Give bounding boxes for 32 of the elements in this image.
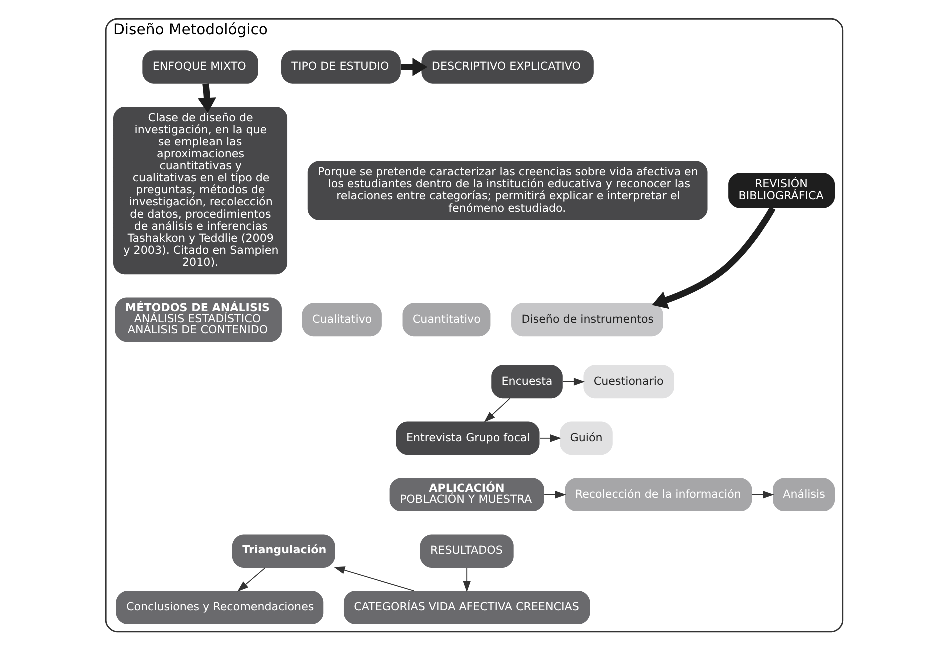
node-box: ENFOQUE MIXTO — [142, 50, 258, 84]
arrow — [484, 398, 510, 422]
node-box: Encuesta — [491, 365, 562, 399]
arrow — [652, 206, 776, 310]
arrow — [334, 566, 414, 592]
arrow — [400, 58, 428, 76]
node-box: RESULTADOS — [420, 534, 514, 568]
node-box: Recolección de la información — [564, 478, 752, 512]
node-box: Entrevista Grupo focal — [396, 422, 540, 456]
arrow — [544, 491, 566, 499]
node-box: Clase de diseño de investigación, en la que se emplean las aproximaciones cuantitativas y cualitativas en el tipo de preguntas, métodos de investigación, recolección de datos, procedimientos de análisis e inferencias Tashakkon y Teddlie (2009 y 2003). Citado en Sampien 2010). — [113, 107, 288, 275]
node-box: DESCRIPTIVO EXPLICATIVO — [421, 50, 594, 84]
node-box: CATEGORÍAS VIDA AFECTIVA CREENCIAS — [344, 591, 590, 624]
node-box: Análisis — [772, 478, 835, 512]
node-box: Cuestionario — [583, 365, 674, 399]
node-box: Cuantitativo — [402, 303, 490, 337]
arrow — [539, 434, 561, 442]
arrow — [198, 84, 216, 114]
arrow — [462, 568, 470, 592]
node-box: TIPO DE ESTUDIO — [281, 50, 400, 84]
arrow — [751, 491, 774, 499]
arrow — [562, 378, 585, 386]
node-box: Cualitativo — [302, 303, 382, 337]
node-box: Porque se pretende caracterizar las creencias sobre vida afectiva en los estudiantes dentro de la institución educativa y reconocer las relaciones entre categorías; permitirá explicar e interpretar el fenómeno estudiado. — [307, 161, 708, 220]
node-box: Conclusiones y Recomendaciones — [116, 591, 324, 624]
node-box: Guión — [560, 422, 612, 456]
node-box: MÉTODOS DE ANÁLISIS ANÁLISIS ESTADÍSTICO ANÁLISIS DE CONTENIDO — [114, 298, 282, 342]
node-box: REVISIÓN BIBLIOGRÁFICA — [728, 173, 835, 208]
arrow — [237, 568, 266, 592]
node-box: Triangulación — [232, 534, 335, 568]
node-box: APLICACIÓN POBLACIÓN Y MUESTRA — [389, 478, 544, 512]
node-box: Diseño de instrumentos — [511, 303, 663, 337]
